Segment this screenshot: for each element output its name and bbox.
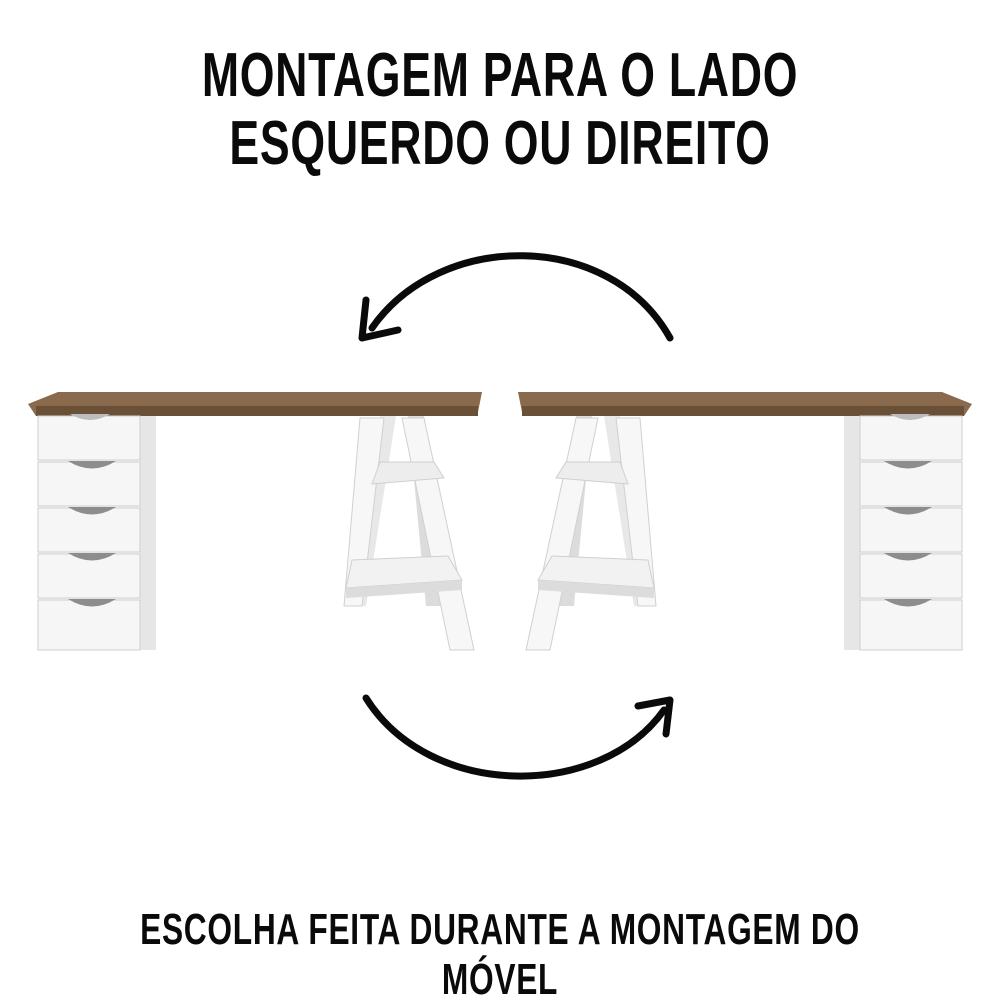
drawer	[37, 414, 141, 461]
arrow-left-icon	[358, 252, 674, 342]
arrow-right-icon	[362, 694, 674, 780]
desk-right-drawers	[518, 392, 972, 651]
drawer	[859, 507, 963, 553]
trestle	[343, 416, 475, 651]
drawer	[37, 553, 141, 599]
title-line-1: MONTAGEM PARA O LADO	[201, 41, 799, 110]
desk-left-drawers	[28, 392, 482, 651]
drawer	[859, 461, 963, 507]
title-line-2: ESQUERDO OU DIREITO	[229, 109, 771, 178]
drawer	[37, 461, 141, 507]
drawer	[859, 414, 963, 461]
trestle	[525, 416, 657, 651]
drawer	[37, 507, 141, 553]
drawer	[859, 599, 963, 651]
drawer	[859, 553, 963, 599]
footer-caption: ESCOLHA FEITA DURANTE A MONTAGEM DO MÓVE…	[140, 905, 860, 1004]
drawer	[37, 599, 141, 651]
